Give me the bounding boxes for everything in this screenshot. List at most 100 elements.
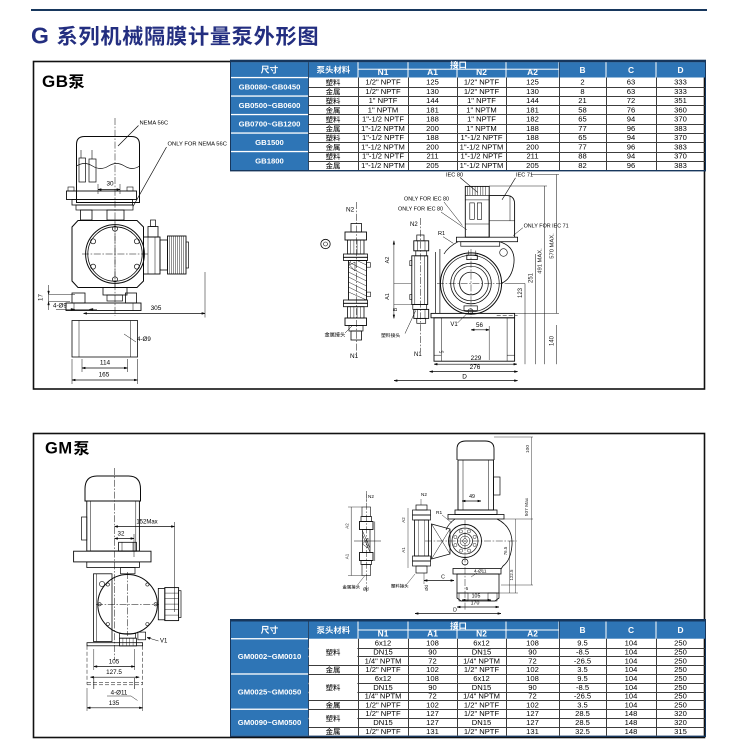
svg-text:GB0080~GB0450: GB0080~GB0450 bbox=[239, 83, 301, 92]
svg-text:104: 104 bbox=[625, 700, 638, 709]
svg-text:250: 250 bbox=[674, 674, 687, 683]
svg-text:1"-1/2 NPTF: 1"-1/2 NPTF bbox=[362, 133, 404, 142]
svg-text:N1: N1 bbox=[378, 628, 389, 638]
svg-text:1/2" NPTF: 1/2" NPTF bbox=[365, 665, 401, 674]
svg-text:114: 114 bbox=[100, 360, 111, 367]
svg-text:122.5: 122.5 bbox=[509, 569, 514, 581]
svg-text:72: 72 bbox=[528, 656, 536, 665]
svg-text:DN15: DN15 bbox=[373, 718, 392, 727]
svg-text:333: 333 bbox=[674, 78, 687, 87]
svg-text:383: 383 bbox=[674, 124, 687, 133]
svg-text:Ød: Ød bbox=[424, 585, 429, 591]
svg-text:4-Ø9: 4-Ø9 bbox=[53, 303, 67, 310]
svg-text:D: D bbox=[677, 65, 683, 75]
svg-text:72: 72 bbox=[428, 656, 436, 665]
svg-text:140: 140 bbox=[550, 335, 556, 346]
svg-text:C: C bbox=[441, 575, 445, 581]
svg-text:A2: A2 bbox=[527, 67, 538, 77]
svg-text:A1: A1 bbox=[385, 293, 391, 300]
svg-text:130: 130 bbox=[426, 87, 439, 96]
svg-text:GB: GB bbox=[42, 72, 69, 91]
svg-text:102: 102 bbox=[526, 665, 539, 674]
svg-text:63: 63 bbox=[627, 78, 635, 87]
svg-text:351: 351 bbox=[674, 96, 687, 105]
svg-text:1/2" NPTF: 1/2" NPTF bbox=[365, 700, 401, 709]
svg-text:102: 102 bbox=[426, 665, 439, 674]
svg-text:6x12: 6x12 bbox=[375, 674, 391, 683]
svg-text:6x12: 6x12 bbox=[473, 674, 489, 683]
svg-text:1"-1/2 NPTF: 1"-1/2 NPTF bbox=[362, 115, 404, 124]
svg-text:250: 250 bbox=[674, 665, 687, 674]
svg-text:4-Ø11: 4-Ø11 bbox=[474, 569, 487, 574]
svg-text:A2: A2 bbox=[527, 628, 538, 638]
svg-text:ONLY FOR IEC 80: ONLY FOR IEC 80 bbox=[404, 197, 449, 203]
svg-text:250: 250 bbox=[674, 683, 687, 692]
svg-text:148: 148 bbox=[625, 727, 638, 736]
svg-text:383: 383 bbox=[674, 161, 687, 170]
svg-text:1/2" NPTF: 1/2" NPTF bbox=[365, 709, 401, 718]
svg-text:182: 182 bbox=[526, 115, 539, 124]
svg-text:GB0700~GB1200: GB0700~GB1200 bbox=[239, 120, 301, 129]
svg-text:131: 131 bbox=[426, 727, 439, 736]
svg-text:370: 370 bbox=[674, 133, 687, 142]
svg-text:GM0025~GM0050: GM0025~GM0050 bbox=[238, 687, 301, 696]
svg-text:148: 148 bbox=[625, 718, 638, 727]
svg-text:63: 63 bbox=[627, 87, 635, 96]
svg-text:Ød: Ød bbox=[363, 587, 369, 592]
svg-text:D: D bbox=[677, 625, 683, 635]
svg-text:21: 21 bbox=[578, 96, 586, 105]
svg-text:D: D bbox=[462, 373, 467, 380]
svg-text:108: 108 bbox=[426, 639, 439, 648]
svg-text:N1: N1 bbox=[414, 352, 422, 358]
svg-text:ONLY FOR IEC 80: ONLY FOR IEC 80 bbox=[398, 207, 443, 213]
svg-text:152Max: 152Max bbox=[136, 520, 157, 526]
svg-text:1/2" NPTF: 1/2" NPTF bbox=[464, 78, 500, 87]
svg-text:127: 127 bbox=[526, 709, 539, 718]
svg-text:108: 108 bbox=[526, 674, 539, 683]
svg-text:370: 370 bbox=[674, 115, 687, 124]
svg-text:205: 205 bbox=[426, 161, 439, 170]
svg-text:N2: N2 bbox=[368, 494, 374, 499]
svg-text:A1: A1 bbox=[345, 553, 350, 559]
svg-text:1/2" NPTF: 1/2" NPTF bbox=[365, 727, 401, 736]
svg-text:N2: N2 bbox=[476, 628, 487, 638]
svg-text:1/4" NPTM: 1/4" NPTM bbox=[365, 656, 402, 665]
svg-text:-8.5: -8.5 bbox=[576, 683, 589, 692]
svg-text:58: 58 bbox=[578, 106, 586, 115]
svg-text:96: 96 bbox=[627, 124, 635, 133]
svg-text:200: 200 bbox=[526, 143, 539, 152]
svg-text:251: 251 bbox=[529, 272, 535, 283]
svg-text:IEC 71: IEC 71 bbox=[516, 173, 533, 179]
svg-text:32.5: 32.5 bbox=[575, 727, 590, 736]
svg-text:A2: A2 bbox=[345, 523, 350, 529]
svg-text:104: 104 bbox=[625, 665, 638, 674]
svg-text:94: 94 bbox=[627, 152, 635, 161]
svg-text:90: 90 bbox=[528, 648, 536, 657]
svg-text:127: 127 bbox=[426, 718, 439, 727]
svg-text:1" NPTF: 1" NPTF bbox=[467, 115, 496, 124]
svg-text:32: 32 bbox=[118, 531, 125, 538]
svg-text:9.5: 9.5 bbox=[577, 674, 588, 683]
svg-text:383: 383 bbox=[674, 143, 687, 152]
svg-text:65: 65 bbox=[578, 133, 586, 142]
svg-text:100: 100 bbox=[525, 445, 531, 453]
svg-text:1"-1/2 NPTM: 1"-1/2 NPTM bbox=[361, 124, 405, 133]
svg-text:1/2" NPTF: 1/2" NPTF bbox=[464, 700, 500, 709]
svg-text:102: 102 bbox=[426, 700, 439, 709]
svg-text:76.5: 76.5 bbox=[503, 546, 508, 555]
svg-text:94: 94 bbox=[627, 133, 635, 142]
svg-text:N2: N2 bbox=[421, 492, 427, 497]
svg-text:N1: N1 bbox=[378, 67, 389, 77]
svg-text:GB1500: GB1500 bbox=[255, 138, 284, 147]
svg-text:102: 102 bbox=[526, 700, 539, 709]
svg-text:DN15: DN15 bbox=[373, 648, 392, 657]
svg-text:250: 250 bbox=[674, 656, 687, 665]
svg-text:188: 188 bbox=[426, 133, 439, 142]
svg-text:A2: A2 bbox=[385, 257, 391, 264]
svg-text:GM0090~GM0500: GM0090~GM0500 bbox=[238, 718, 301, 727]
svg-text:B: B bbox=[393, 307, 399, 311]
svg-text:3.5: 3.5 bbox=[577, 700, 588, 709]
svg-text:28.5: 28.5 bbox=[575, 709, 590, 718]
svg-text:90: 90 bbox=[528, 683, 536, 692]
svg-text:181: 181 bbox=[526, 106, 539, 115]
